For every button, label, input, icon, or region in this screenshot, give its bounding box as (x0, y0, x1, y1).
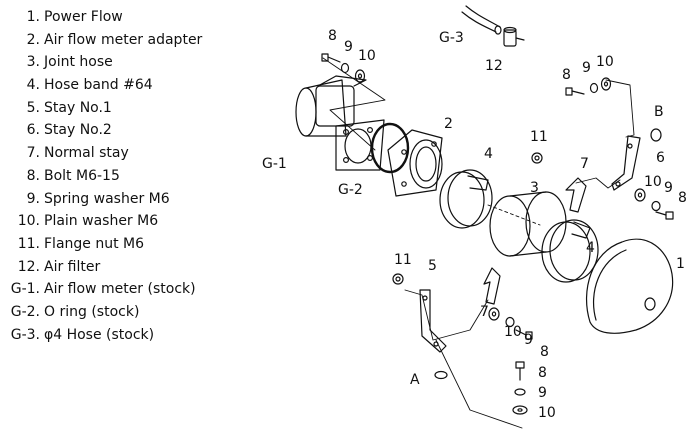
power-flow-filter-1 (586, 238, 674, 334)
part-row-8: 8.Bolt M6-15 (26, 167, 120, 184)
callout-10-top: 10 (358, 48, 376, 64)
callout-labels: 1 2 3 4 4 5 6 7 7 8 9 10 8 9 10 8 9 10 8… (262, 28, 687, 421)
callout-point-b: B (654, 104, 664, 120)
joint-hose-3 (489, 191, 567, 257)
callout-7-lower: 7 (480, 304, 489, 320)
point-a-marker (434, 370, 448, 380)
callout-4-upper: 4 (484, 146, 493, 162)
callout-3: 3 (530, 180, 539, 196)
callout-8-lower-mid: 8 (540, 344, 549, 360)
callout-5: 5 (428, 258, 437, 274)
callout-9-right-top: 9 (582, 60, 591, 76)
normal-stay-7-upper (565, 177, 587, 213)
part-row-1: 1.Power Flow (26, 9, 123, 25)
callout-7-upper: 7 (580, 156, 589, 172)
callout-8-top: 8 (328, 28, 337, 44)
air-flow-meter-g1 (295, 75, 385, 171)
callout-point-a: A (410, 372, 420, 388)
part-row-g3: G-3.φ4 Hose (stock) (10, 326, 155, 343)
part-row-11: 11.Flange nut M6 (17, 235, 145, 252)
bolt-8-top (321, 53, 341, 63)
callout-2: 2 (444, 116, 453, 132)
part-row-12: 12.Air filter (17, 258, 101, 275)
part-row-3: 3.Joint hose (26, 54, 113, 71)
callout-11-upper: 11 (530, 129, 548, 145)
bolt-8-right-top (565, 87, 585, 96)
flange-nut-11 (392, 152, 543, 285)
callout-8-right-mid: 8 (678, 190, 687, 206)
callout-9-top: 9 (344, 39, 353, 55)
callout-9-right-mid: 9 (664, 180, 673, 196)
part-row-6: 6.Stay No.2 (26, 122, 112, 139)
part-row-4: 4.Hose band #64 (26, 77, 153, 94)
callout-g3: G-3 (439, 30, 464, 46)
part-row-g1: G-1.Air flow meter (stock) (10, 281, 196, 298)
callout-g1: G-1 (262, 156, 287, 172)
callout-g2: G-2 (338, 182, 363, 198)
callout-8-bottom: 8 (538, 365, 547, 381)
hose-band-4-upper (439, 169, 493, 229)
parts-list: 1.Power Flow 2.Air flow meter adapter 3.… (0, 6, 260, 346)
callout-10-lower-mid: 10 (504, 324, 522, 340)
part-row-7: 7.Normal stay (26, 145, 129, 162)
part-row-5: 5.Stay No.1 (26, 99, 112, 116)
stay-no1-5 (419, 289, 447, 353)
stock-hose-g3 (461, 5, 502, 35)
callout-9-bottom: 9 (538, 385, 547, 401)
part-row-g2: G-2.O ring (stock) (10, 303, 140, 320)
hose-band-4-lower (541, 219, 599, 283)
callout-6: 6 (656, 150, 665, 166)
callout-11-lower: 11 (394, 252, 412, 268)
normal-stay-7-lower (483, 267, 501, 305)
part-row-9: 9.Spring washer M6 (26, 190, 170, 207)
callout-1: 1 (676, 256, 685, 272)
callout-8-right-top: 8 (562, 67, 571, 83)
bolt-8-bottom (515, 361, 525, 381)
callout-10-right-top: 10 (596, 54, 614, 70)
part-row-10: 10.Plain washer M6 (17, 213, 159, 230)
callout-12: 12 (485, 58, 503, 74)
bolt-8-right-mid (655, 211, 674, 220)
spring-washer-9 (340, 62, 661, 396)
air-filter-12 (503, 26, 525, 47)
air-flow-meter-adapter-2 (387, 129, 443, 197)
stay-no2-6 (611, 135, 641, 191)
bolt-8-lower-mid (515, 329, 533, 340)
callout-4-lower: 4 (586, 240, 595, 256)
plain-washer-10 (354, 69, 646, 415)
callout-10-bottom: 10 (538, 405, 556, 421)
o-ring-g2 (370, 122, 410, 174)
point-b-marker (650, 128, 662, 142)
callout-10-right-mid: 10 (644, 174, 662, 190)
callout-9-lower-mid: 9 (524, 332, 533, 348)
part-row-2: 2.Air flow meter adapter (26, 31, 203, 48)
